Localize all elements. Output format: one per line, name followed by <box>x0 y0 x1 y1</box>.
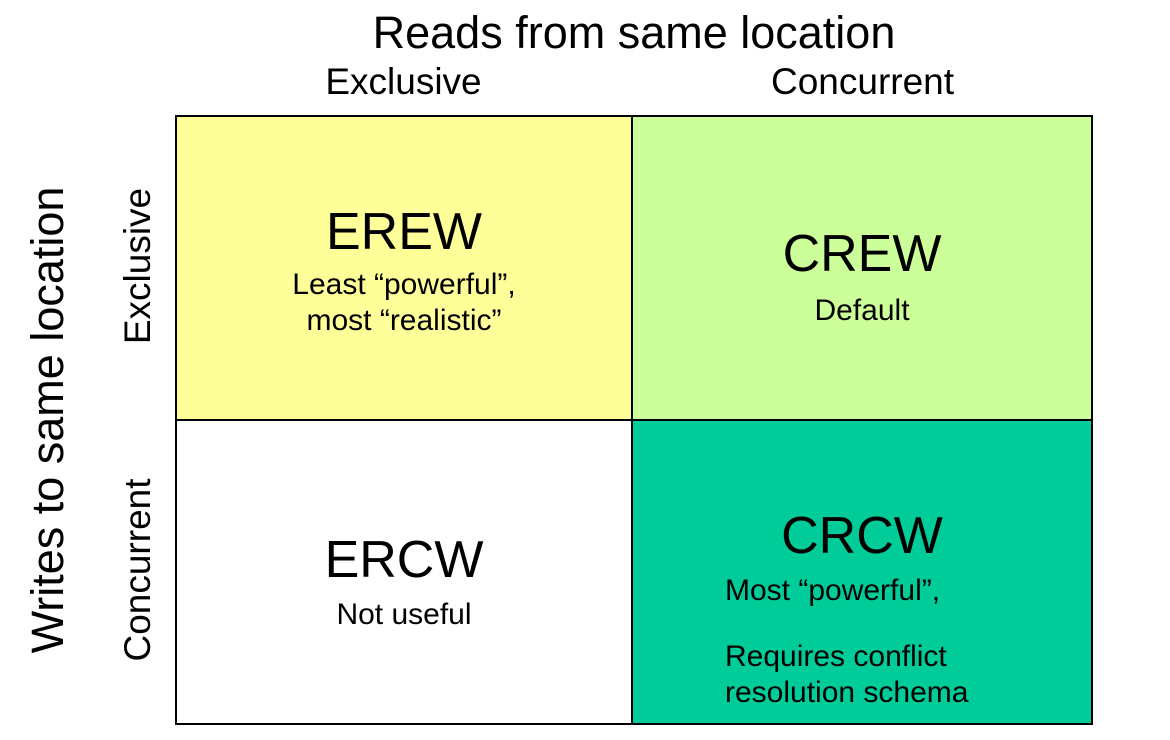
reads-axis-title: Reads from same location <box>372 7 896 58</box>
cell-erew-line1: Least “powerful”, <box>292 268 516 301</box>
cell-crcw-name: CRCW <box>781 507 943 565</box>
column-header-exclusive: Exclusive <box>325 61 482 102</box>
cell-crcw-line2: Requires conflict <box>725 640 947 673</box>
cell-ercw-name: ERCW <box>324 531 484 589</box>
cell-crcw: CRCW Most “powerful”, Requires conflict … <box>633 421 1091 723</box>
cell-erew-line2: most “realistic” <box>306 304 502 337</box>
cell-crew: CREW Default <box>633 117 1091 421</box>
cell-ercw-description: Not useful <box>336 598 472 631</box>
cell-erew: EREW Least “powerful”, most “realistic” <box>177 117 633 421</box>
cell-crew-description: Default <box>814 294 910 327</box>
cell-crcw-description: Requires conflict resolution schema <box>725 639 968 711</box>
cell-erew-name: EREW <box>326 203 482 261</box>
writes-axis-title: Writes to same location <box>22 186 73 654</box>
row-header-concurrent: Concurrent <box>117 478 158 662</box>
cell-crcw-line1: Most “powerful”, <box>725 574 941 607</box>
cell-crcw-line3: resolution schema <box>725 676 969 709</box>
cell-ercw: ERCW Not useful <box>177 421 633 723</box>
column-header-concurrent: Concurrent <box>770 61 955 102</box>
pram-model-matrix: EREW Least “powerful”, most “realistic” … <box>175 115 1093 725</box>
cell-erew-description: Least “powerful”, most “realistic” <box>177 267 631 339</box>
row-header-exclusive: Exclusive <box>117 187 158 345</box>
cell-crew-name: CREW <box>782 225 942 283</box>
